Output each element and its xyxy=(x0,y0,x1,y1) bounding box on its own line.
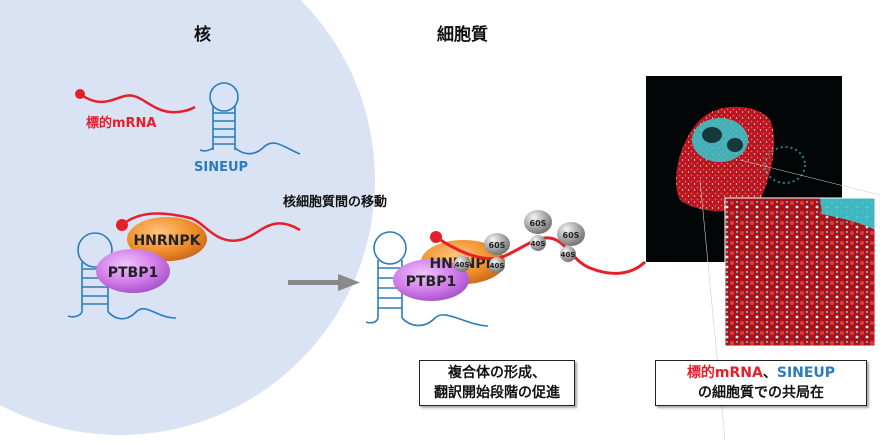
hnrnpk-label: HNRNPK xyxy=(133,233,201,249)
ptbp1-protein-right xyxy=(393,259,469,301)
svg-text:60S: 60S xyxy=(489,241,506,250)
micrograph-inset xyxy=(724,197,876,347)
svg-text:60S: 60S xyxy=(563,231,580,240)
sineup-label: SINEUP xyxy=(194,160,249,175)
sineup-hairpin-icon xyxy=(199,82,301,155)
svg-text:40S: 40S xyxy=(455,261,470,269)
ribosome-40s xyxy=(454,256,470,272)
colocalization-box-line2: の細胞質での共局在 xyxy=(698,385,824,401)
ribosome-60s xyxy=(484,233,510,255)
ribosome-40s xyxy=(489,257,505,273)
ribosome-60s xyxy=(524,210,552,234)
colocalization-box: 標的mRNA、SINEUP の細胞質での共局在 xyxy=(655,360,867,406)
ribosome-group: 40S 60S 40S 60S 40S 60S 40S xyxy=(454,210,585,273)
target-mrna-strand xyxy=(75,89,196,114)
complex-box-line1: 複合体の形成、 xyxy=(448,365,546,381)
ptbp1-label: PTBP1 xyxy=(108,265,158,281)
svg-text:40S: 40S xyxy=(561,251,576,259)
mrna-cap-icon xyxy=(75,89,85,99)
mrna-strand-right xyxy=(435,235,647,275)
ribosome-40s xyxy=(560,246,576,262)
coloc-sineup-text: SINEUP xyxy=(776,365,836,381)
mrna-cap-right-icon xyxy=(430,231,442,243)
hnrnpk-protein xyxy=(127,217,207,261)
complex-formation-box: 複合体の形成、 翻訳開始段階の促進 xyxy=(419,360,575,406)
ribosome-60s xyxy=(557,222,585,246)
colocalization-box-line1: 標的mRNA、SINEUP xyxy=(656,363,866,383)
mrna-strand-left xyxy=(121,212,301,242)
complex-box-line2: 翻訳開始段階の促進 xyxy=(434,385,560,401)
svg-text:40S: 40S xyxy=(490,262,505,270)
mrna-cap-left-icon xyxy=(116,219,128,231)
svg-text:60S: 60S xyxy=(530,219,547,228)
coloc-mrna-text: 標的mRNA xyxy=(686,365,763,381)
translocation-label: 核細胞質間の移動 xyxy=(283,195,388,210)
cytoplasm-title: 細胞質 xyxy=(437,25,488,45)
target-mrna-label: 標的mRNA xyxy=(86,116,157,131)
translocation-arrow-icon xyxy=(288,274,360,291)
ptbp1-protein xyxy=(96,249,170,293)
ptbp1-label-right: PTBP1 xyxy=(406,274,456,290)
nucleus-title: 核 xyxy=(194,25,211,45)
ribosome-40s xyxy=(530,235,546,251)
coloc-sep: 、 xyxy=(762,365,777,381)
svg-text:40S: 40S xyxy=(531,240,546,248)
